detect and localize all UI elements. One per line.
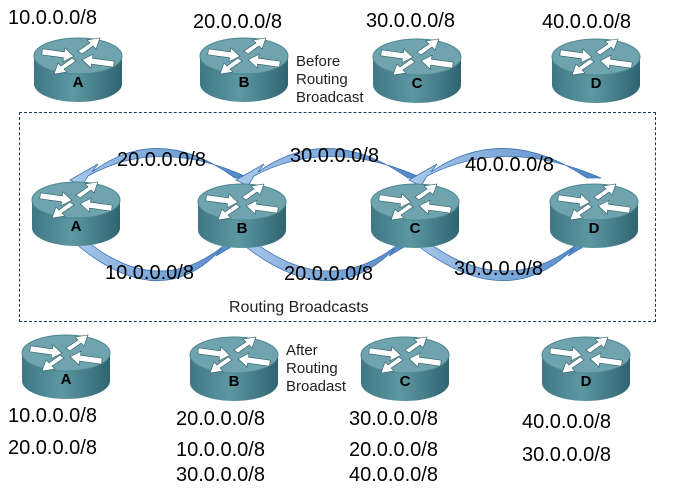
router-icon [31, 181, 121, 246]
route-c-1: 30.0.0.0/8 [349, 408, 438, 430]
route-b-1: 20.0.0.0/8 [176, 408, 265, 430]
routing-broadcasts-caption: Routing Broadcasts [229, 299, 369, 316]
router-label: D [580, 373, 592, 390]
caption-line: Routing [286, 360, 338, 377]
network-label-d-before: 40.0.0.0/8 [542, 11, 631, 33]
route-b-3: 30.0.0.0/8 [176, 464, 265, 486]
router-icon [549, 183, 639, 248]
arrow-label-a-to-b: 10.0.0.0/8 [105, 262, 194, 284]
router-c-before: C [371, 35, 463, 107]
route-d-2: 30.0.0.0/8 [522, 444, 611, 466]
arrow-label-d-to-c: 40.0.0.0/8 [465, 154, 554, 176]
router-d-before: D [550, 35, 642, 107]
router-b-after: B [188, 333, 280, 405]
router-icon [21, 334, 111, 399]
arrow-label-c-to-d: 30.0.0.0/8 [454, 258, 543, 280]
router-icon [370, 183, 460, 248]
router-d-broadcast: D [548, 180, 640, 252]
router-icon [197, 183, 287, 248]
network-label-a-before: 10.0.0.0/8 [8, 7, 97, 29]
router-label: A [70, 218, 82, 235]
router-icon [189, 336, 279, 401]
router-label: C [409, 220, 421, 237]
router-label: B [236, 220, 248, 237]
caption-line: Broadcast [296, 89, 364, 106]
caption-line: After [286, 342, 318, 359]
router-b-before: B [198, 34, 290, 106]
arrow-c-to-b [235, 148, 423, 187]
network-label-c-before: 30.0.0.0/8 [366, 10, 455, 32]
router-c-after: C [359, 333, 451, 405]
router-label: C [411, 75, 423, 92]
router-icon [372, 38, 462, 103]
router-label: A [72, 74, 84, 91]
router-b-broadcast: B [196, 180, 288, 252]
router-icon [33, 37, 123, 102]
network-label-b-before: 20.0.0.0/8 [193, 11, 282, 33]
routing-broadcast-box [19, 112, 656, 322]
route-a-1: 10.0.0.0/8 [8, 405, 97, 427]
after-caption: After Routing Broadast [286, 342, 346, 396]
router-label: D [590, 75, 602, 92]
router-d-after: D [540, 333, 632, 405]
router-a-after: A [20, 331, 112, 403]
caption-line: Routing [296, 71, 348, 88]
route-a-2: 20.0.0.0/8 [8, 437, 97, 459]
before-caption: Before Routing Broadcast [296, 53, 364, 107]
router-label: B [238, 74, 250, 91]
router-icon [551, 38, 641, 103]
router-icon [199, 37, 289, 102]
router-label: B [228, 373, 240, 390]
caption-line: Broadast [286, 378, 347, 395]
router-label: D [588, 220, 600, 237]
router-a-before: A [32, 34, 124, 106]
arrow-d-to-c [408, 148, 602, 187]
router-label: A [60, 371, 72, 388]
arrow-label-b-to-a: 20.0.0.0/8 [117, 149, 206, 171]
router-a-broadcast: A [30, 178, 122, 250]
caption-line: Before [296, 53, 341, 70]
router-c-broadcast: C [369, 180, 461, 252]
route-b-2: 10.0.0.0/8 [176, 439, 265, 461]
route-c-2: 20.0.0.0/8 [349, 439, 438, 461]
arrow-label-c-to-b: 30.0.0.0/8 [290, 145, 379, 167]
arrow-label-b-to-c: 20.0.0.0/8 [284, 263, 373, 285]
route-d-1: 40.0.0.0/8 [522, 411, 611, 433]
route-c-3: 40.0.0.0/8 [349, 464, 438, 486]
router-icon [541, 336, 631, 401]
router-label: C [399, 373, 411, 390]
router-icon [360, 336, 450, 401]
